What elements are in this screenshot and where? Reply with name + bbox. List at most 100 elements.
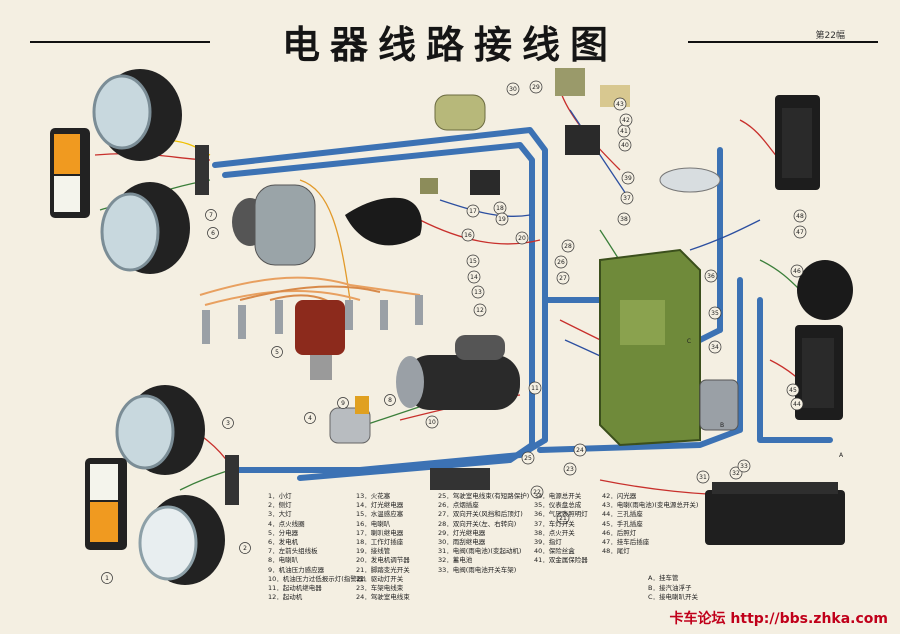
callout-48: 48 (793, 209, 807, 223)
callout-15: 15 (466, 254, 480, 268)
callout-38: 38 (617, 212, 631, 226)
callout-label: 27 (559, 275, 567, 282)
legend-item: 27．双向开关(风挡和后顶灯) (438, 510, 523, 519)
relays (420, 68, 630, 195)
callout-1: 1 (101, 572, 113, 584)
legend-item: 12．起动机 (268, 593, 303, 602)
legend-item: 17．喇叭继电器 (356, 528, 404, 537)
callout-label: 46 (793, 268, 801, 275)
legend-item: 1．小灯 (268, 492, 292, 500)
callout-label: 1 (105, 575, 109, 582)
legend-item: 22．驱动灯开关 (356, 574, 404, 583)
callout-35: 35 (708, 306, 722, 320)
callout-32: 32 (729, 466, 743, 480)
main-harness (212, 127, 833, 481)
legend-item: 37．车灯开关 (534, 519, 575, 528)
legend-item: 48．尾灯 (602, 547, 630, 556)
callout-label: 14 (470, 274, 478, 281)
legend-item: 42．闪光器 (602, 492, 637, 500)
flasher-unit (659, 167, 721, 193)
callout-25: 25 (521, 451, 535, 465)
callout-label: 7 (209, 212, 213, 219)
callout-label: 24 (576, 447, 584, 454)
callout-label: 32 (732, 470, 740, 477)
callout-A: A (839, 452, 844, 459)
callout-13: 13 (471, 285, 485, 299)
legend-item: 15．水温感应塞 (356, 510, 404, 519)
callout-24: 24 (573, 443, 587, 457)
legend-item: 8．电喇叭 (268, 556, 299, 565)
callout-label: 33 (740, 463, 748, 470)
callout-14: 14 (467, 270, 481, 284)
legend-item: 31．电阀(雨电池)(变起动机) (438, 547, 522, 556)
legend-item: 19．接线管 (356, 547, 391, 556)
callout-10: 10 (425, 415, 439, 429)
forum-watermark: 卡车论坛 http://bbs.zhka.com (669, 611, 888, 627)
callout-C: C (687, 338, 691, 345)
callout-label: 30 (509, 86, 517, 93)
spark-plugs (202, 295, 423, 344)
callout-label: 48 (796, 213, 804, 220)
callout-label: 5 (275, 349, 279, 356)
headlamp-upper-2 (100, 182, 190, 274)
callout-label: 28 (564, 243, 572, 250)
callout-label: 18 (496, 205, 504, 212)
legend-item: 35．仪表盘总成 (534, 501, 582, 510)
distributor (295, 300, 345, 380)
callout-label: 2 (243, 545, 247, 552)
callout-11: 11 (528, 381, 542, 395)
legend-item: 20．发电机调节器 (356, 556, 410, 565)
callout-label: 40 (621, 142, 629, 149)
rear-lamp-upper (775, 95, 820, 190)
legend-item: 43．电喇(雨电池)(变电源总开关) (602, 501, 699, 510)
callout-3: 3 (222, 417, 234, 429)
legend-item: 16．电喇叭 (356, 519, 391, 528)
legend-item: 23．车架电线束 (356, 583, 404, 592)
callout-47: 47 (793, 225, 807, 239)
callout-20: 20 (515, 231, 529, 245)
legend-item: 14．灯光继电器 (356, 501, 404, 510)
callout-label: 4 (308, 415, 312, 422)
callout-label: 39 (624, 175, 632, 182)
legend-item: 24．驾驶室电线束 (356, 593, 410, 602)
rear-lamp-lower (795, 325, 843, 420)
callout-label: 31 (699, 474, 707, 481)
callout-17: 17 (466, 204, 480, 218)
headlamp-upper-1 (92, 69, 182, 161)
callout-label: 16 (464, 232, 472, 239)
headlamp-lower-1 (115, 385, 205, 475)
callout-45: 45 (786, 383, 800, 397)
callout-label: 29 (532, 84, 540, 91)
electric-horn (345, 197, 422, 246)
legend-item: 44．三孔插座 (602, 510, 643, 519)
battery (705, 482, 845, 545)
starter-motor (396, 335, 520, 410)
legend-item: 30．雨刮继电器 (438, 537, 486, 546)
callout-label: 43 (616, 101, 624, 108)
callout-label: 23 (566, 466, 574, 473)
legend-key: B．接汽油浮子 (648, 583, 692, 592)
callout-5: 5 (271, 346, 283, 358)
wiper-motor (434, 94, 486, 131)
callout-label: 42 (622, 117, 630, 124)
legend-item: 36．气压表照明灯 (534, 510, 588, 519)
callout-28: 28 (561, 239, 575, 253)
legend-item: 38．点火开关 (534, 528, 575, 537)
legend-item: 25．驾驶室电线束(有短路保护) (438, 492, 530, 500)
callout-label: 26 (557, 259, 565, 266)
callout-41: 41 (617, 124, 631, 138)
callout-46: 46 (790, 264, 804, 278)
callout-37: 37 (620, 191, 634, 205)
callout-label: 36 (707, 273, 715, 280)
plate-number: 第22幅 (815, 31, 845, 41)
callout-16: 16 (461, 228, 475, 242)
callout-label: 12 (476, 307, 484, 314)
legend-item: 41．双金属保险器 (534, 556, 588, 565)
instrument-panel (599, 248, 701, 447)
callout-label: 19 (498, 216, 506, 223)
